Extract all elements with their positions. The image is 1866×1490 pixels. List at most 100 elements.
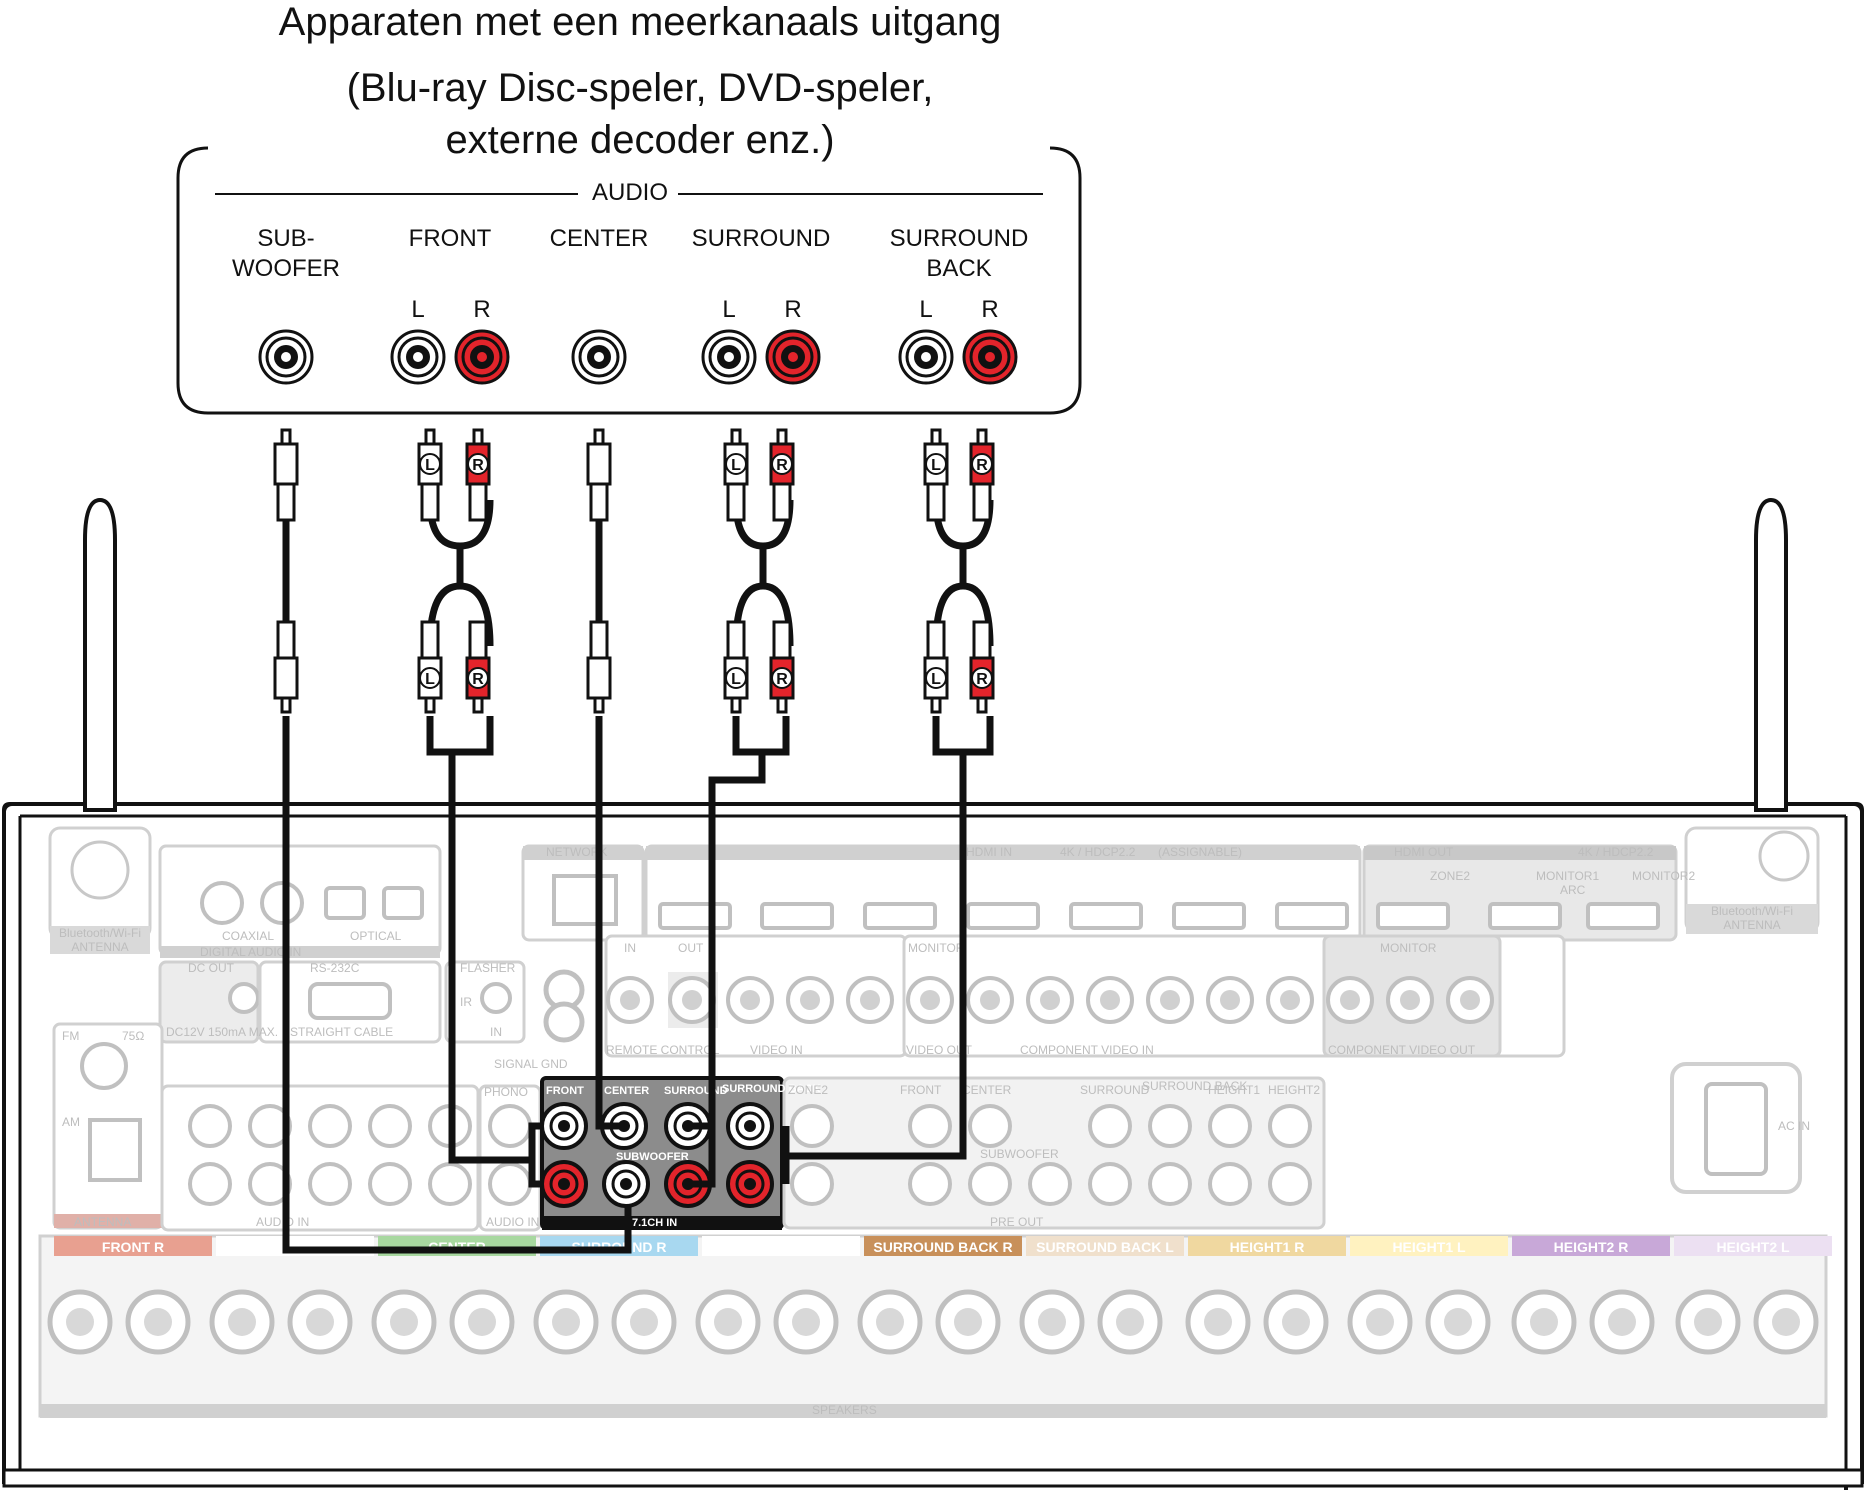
flasher-in-label: IN <box>490 1025 502 1039</box>
rca-plug-marker-9: L <box>425 671 435 688</box>
seven-ch-in-label: 7.1CH IN <box>632 1217 677 1229</box>
cable-center <box>595 716 624 1130</box>
jack-subwoofer <box>258 329 314 385</box>
seven-ch-surround-label: SURROUND <box>664 1085 728 1097</box>
optical-label: OPTICAL <box>350 929 402 943</box>
rca-plug-15: R <box>969 620 995 714</box>
pre-out-label: PRE OUT <box>990 1215 1044 1229</box>
network-label: NETWORK <box>546 845 607 859</box>
speaker-band-7 <box>1188 1236 1346 1256</box>
cable-surround-back <box>786 752 967 1160</box>
phono-label: PHONO <box>484 1085 528 1099</box>
source-jacks <box>258 329 1018 385</box>
rca-plug-6: L <box>923 428 949 522</box>
speakers-label: SPEAKERS <box>812 1403 877 1417</box>
speaker-band-label-6: SURROUND BACK L <box>1036 1239 1174 1255</box>
rca-plug-marker-4: L <box>731 457 741 474</box>
pre-out-surround-back-label: SURROUND BACK <box>1142 1079 1247 1093</box>
am-label: AM <box>62 1115 80 1129</box>
source-device-box <box>176 146 1082 415</box>
jack-front-r <box>454 329 510 385</box>
dc-spec-label: DC12V 150mA MAX. <box>166 1025 278 1039</box>
signal-gnd-label: SIGNAL GND <box>494 1057 568 1071</box>
surround-back-r-marker: R <box>981 296 999 323</box>
rca-plug-8 <box>273 620 299 714</box>
component-monitor-label: MONITOR <box>1380 941 1437 955</box>
channel-subwoofer-line1: SUB- <box>257 225 315 252</box>
hdmi-assignable-label: (ASSIGNABLE) <box>1158 845 1242 859</box>
rca-plug-9: L <box>417 620 443 714</box>
digital-audio-in-label: DIGITAL AUDIO IN <box>200 945 301 959</box>
pre-out-center-label: CENTER <box>962 1083 1012 1097</box>
hdmi-zone2-label: ZONE2 <box>1430 869 1470 883</box>
pre-out-front-label: FRONT <box>900 1083 942 1097</box>
rca-plug-4: L <box>723 428 749 522</box>
hdmi-in-label: HDMI IN <box>966 845 1012 859</box>
rca-plug-marker-12: L <box>731 671 741 688</box>
arc-label: ARC <box>1560 883 1586 897</box>
channel-subwoofer-line2: WOOFER <box>232 255 340 282</box>
jack-center <box>571 329 627 385</box>
antenna-left-label2: ANTENNA <box>71 940 128 954</box>
rca-plug-10: R <box>465 620 491 714</box>
remote-in-label: IN <box>624 941 636 955</box>
seven-ch-subwoofer-label: SUBWOOFER <box>616 1151 689 1163</box>
surround-l-marker: L <box>722 296 736 323</box>
pre-out-height1-label: HEIGHT1 <box>1208 1083 1260 1097</box>
rs232c-label: RS-232C <box>310 961 360 975</box>
jack-surround-back-l <box>898 329 954 385</box>
speaker-band-5 <box>864 1236 1022 1256</box>
rca-plug-7: R <box>969 428 995 522</box>
surround-r-marker: R <box>784 296 802 323</box>
speaker-band-label-5: SURROUND BACK R <box>873 1239 1012 1255</box>
surround-back-l-marker: L <box>919 296 933 323</box>
antenna-left <box>48 497 152 954</box>
rca-plug-marker-7: R <box>976 457 988 474</box>
jack-surround-back-r <box>962 329 1018 385</box>
audio-group-label: AUDIO <box>591 179 668 206</box>
pre-out-subwoofer-label: SUBWOOFER <box>980 1147 1059 1161</box>
antenna-right-label1: Bluetooth/Wi-Fi <box>1711 904 1793 918</box>
ac-in-label: AC IN <box>1778 1119 1810 1133</box>
speaker-band-9 <box>1512 1236 1670 1256</box>
channel-surround-back-line2: BACK <box>926 255 992 282</box>
straight-cable-label: STRAIGHT CABLE <box>290 1025 393 1039</box>
seven-ch-front-label: FRONT <box>546 1085 584 1097</box>
speaker-band-8 <box>1350 1236 1508 1256</box>
component-video-out-label: COMPONENT VIDEO OUT <box>1328 1043 1476 1057</box>
source-title-line2: (Blu-ray Disc-speler, DVD-speler, <box>346 66 934 110</box>
rca-plug-3 <box>586 428 612 522</box>
channel-surround-back-line1: SURROUND <box>889 225 1029 252</box>
channel-center-label: CENTER <box>549 225 649 252</box>
rca-plug-2: R <box>465 428 491 522</box>
antenna-right-label2: ANTENNA <box>1723 918 1780 932</box>
jack-front-l <box>390 329 446 385</box>
rca-plug-marker-14: L <box>931 671 941 688</box>
rca-plug-1: L <box>417 428 443 522</box>
jack-surround-l <box>701 329 757 385</box>
rca-plug-0 <box>273 428 299 522</box>
hdmi-spec-label: 4K / HDCP2.2 <box>1060 845 1136 859</box>
antenna-label: ANTENNA <box>74 1215 131 1229</box>
speaker-band-4 <box>702 1236 860 1256</box>
channel-surround-label: SURROUND <box>691 225 831 252</box>
rca-plug-11 <box>586 620 612 714</box>
channel-front-label: FRONT <box>408 225 492 252</box>
speaker-band-label-10: HEIGHT2 L <box>1716 1239 1790 1255</box>
cable-subwoofer <box>282 716 632 1254</box>
hdmi-in-ports <box>658 902 1349 930</box>
seven-ch-surround-back-label: SURROUND BACK <box>722 1083 820 1095</box>
remote-out-label: OUT <box>678 941 704 955</box>
rca-plug-13: R <box>769 620 795 714</box>
phono-audio-in-label: AUDIO IN <box>486 1215 539 1229</box>
front-l-marker: L <box>411 296 425 323</box>
coaxial-label: COAXIAL <box>222 929 274 943</box>
rca-plug-marker-2: R <box>472 457 484 474</box>
speaker-band-label-9: HEIGHT2 R <box>1554 1239 1629 1255</box>
speaker-band-10 <box>1674 1236 1832 1256</box>
speaker-band-6 <box>1026 1236 1184 1256</box>
speaker-band-label-0: FRONT R <box>102 1239 164 1255</box>
antenna-right <box>1684 497 1820 934</box>
antenna-left-label1: Bluetooth/Wi-Fi <box>59 926 141 940</box>
